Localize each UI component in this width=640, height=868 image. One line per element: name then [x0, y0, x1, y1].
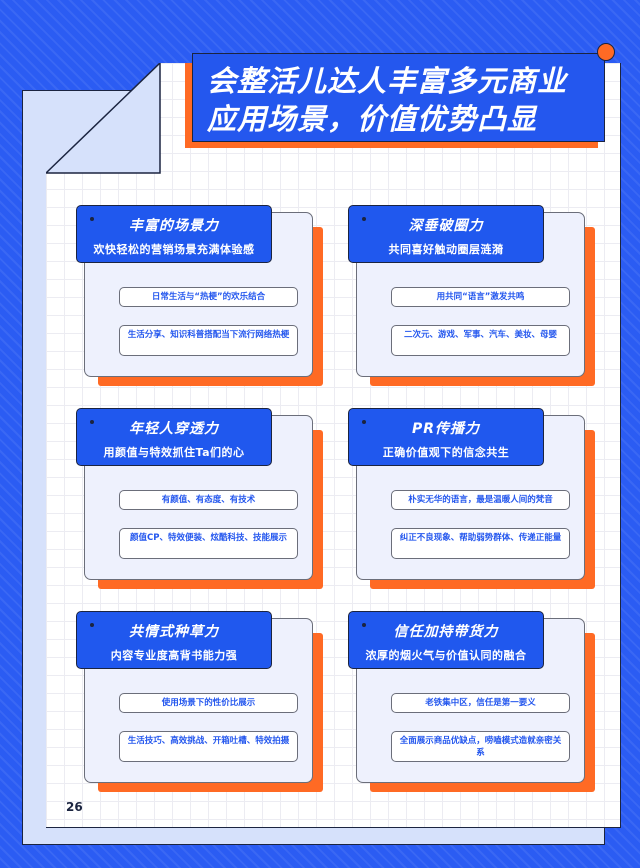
feature-card: 有颜值、有态度、有技术 颜值CP、特效便装、炫酷科技、技能展示 年轻人穿透力 用… [76, 408, 326, 598]
card-title: 深垂破圈力 [408, 218, 484, 234]
card-header: 年轻人穿透力 用颜值与特效抓住Ta们的心 [76, 408, 272, 466]
card-header: 深垂破圈力 共同喜好触动圈层涟漪 [348, 205, 544, 263]
folded-corner [46, 63, 161, 174]
card-subtitle: 用颜值与特效抓住Ta们的心 [103, 446, 245, 459]
point-pill: 生活技巧、高效挑战、开箱吐槽、特效拍摄 [119, 731, 298, 762]
card-subtitle: 内容专业度高背书能力强 [110, 649, 238, 662]
point-pill: 纠正不良现象、帮助弱势群体、传递正能量 [391, 528, 570, 559]
point-pill: 用共同“语言”激发共鸣 [391, 287, 570, 307]
bullet-dot [90, 420, 94, 424]
card-subtitle: 浓厚的烟火气与价值认同的融合 [365, 649, 527, 662]
card-title: 丰富的场景力 [129, 218, 219, 234]
orange-dot [597, 43, 615, 61]
card-subtitle: 共同喜好触动圈层涟漪 [388, 243, 504, 256]
feature-card: 朴实无华的语言，最是温暖人间的梵音 纠正不良现象、帮助弱势群体、传递正能量 PR… [348, 408, 598, 598]
point-pill: 有颜值、有态度、有技术 [119, 490, 298, 510]
card-header: 信任加持带货力 浓厚的烟火气与价值认同的融合 [348, 611, 544, 669]
point-pill: 颜值CP、特效便装、炫酷科技、技能展示 [119, 528, 298, 559]
page-number: 26 [66, 800, 83, 814]
card-title: PR传播力 [411, 421, 481, 437]
card-title: 年轻人穿透力 [129, 421, 219, 437]
card-title: 共情式种草力 [129, 624, 219, 640]
point-pill: 朴实无华的语言，最是温暖人间的梵音 [391, 490, 570, 510]
card-header: 丰富的场景力 欢快轻松的营销场景充满体验感 [76, 205, 272, 263]
point-pill: 老铁集中区，信任是第一要义 [391, 693, 570, 713]
card-title: 信任加持带货力 [393, 624, 499, 640]
bullet-dot [90, 623, 94, 627]
card-subtitle: 正确价值观下的信念共生 [382, 446, 510, 459]
bullet-dot [362, 623, 366, 627]
feature-card: 使用场景下的性价比展示 生活技巧、高效挑战、开箱吐槽、特效拍摄 共情式种草力 内… [76, 611, 326, 801]
point-pill: 全面展示商品优缺点，唠嗑模式造就亲密关系 [391, 731, 570, 762]
point-pill: 二次元、游戏、军事、汽车、美妆、母婴 [391, 325, 570, 356]
bullet-dot [90, 217, 94, 221]
point-pill: 使用场景下的性价比展示 [119, 693, 298, 713]
bullet-dot [362, 217, 366, 221]
feature-card: 日常生活与“热梗”的欢乐结合 生活分享、知识科普搭配当下流行网络热梗 丰富的场景… [76, 205, 326, 395]
point-pill: 生活分享、知识科普搭配当下流行网络热梗 [119, 325, 298, 356]
page-title: 会整活儿达人丰富多元商业应用场景，价值优势凸显 [192, 53, 605, 142]
bullet-dot [362, 420, 366, 424]
feature-card: 用共同“语言”激发共鸣 二次元、游戏、军事、汽车、美妆、母婴 深垂破圈力 共同喜… [348, 205, 598, 395]
feature-card: 老铁集中区，信任是第一要义 全面展示商品优缺点，唠嗑模式造就亲密关系 信任加持带… [348, 611, 598, 801]
card-subtitle: 欢快轻松的营销场景充满体验感 [93, 243, 255, 256]
point-pill: 日常生活与“热梗”的欢乐结合 [119, 287, 298, 307]
card-header: 共情式种草力 内容专业度高背书能力强 [76, 611, 272, 669]
card-header: PR传播力 正确价值观下的信念共生 [348, 408, 544, 466]
